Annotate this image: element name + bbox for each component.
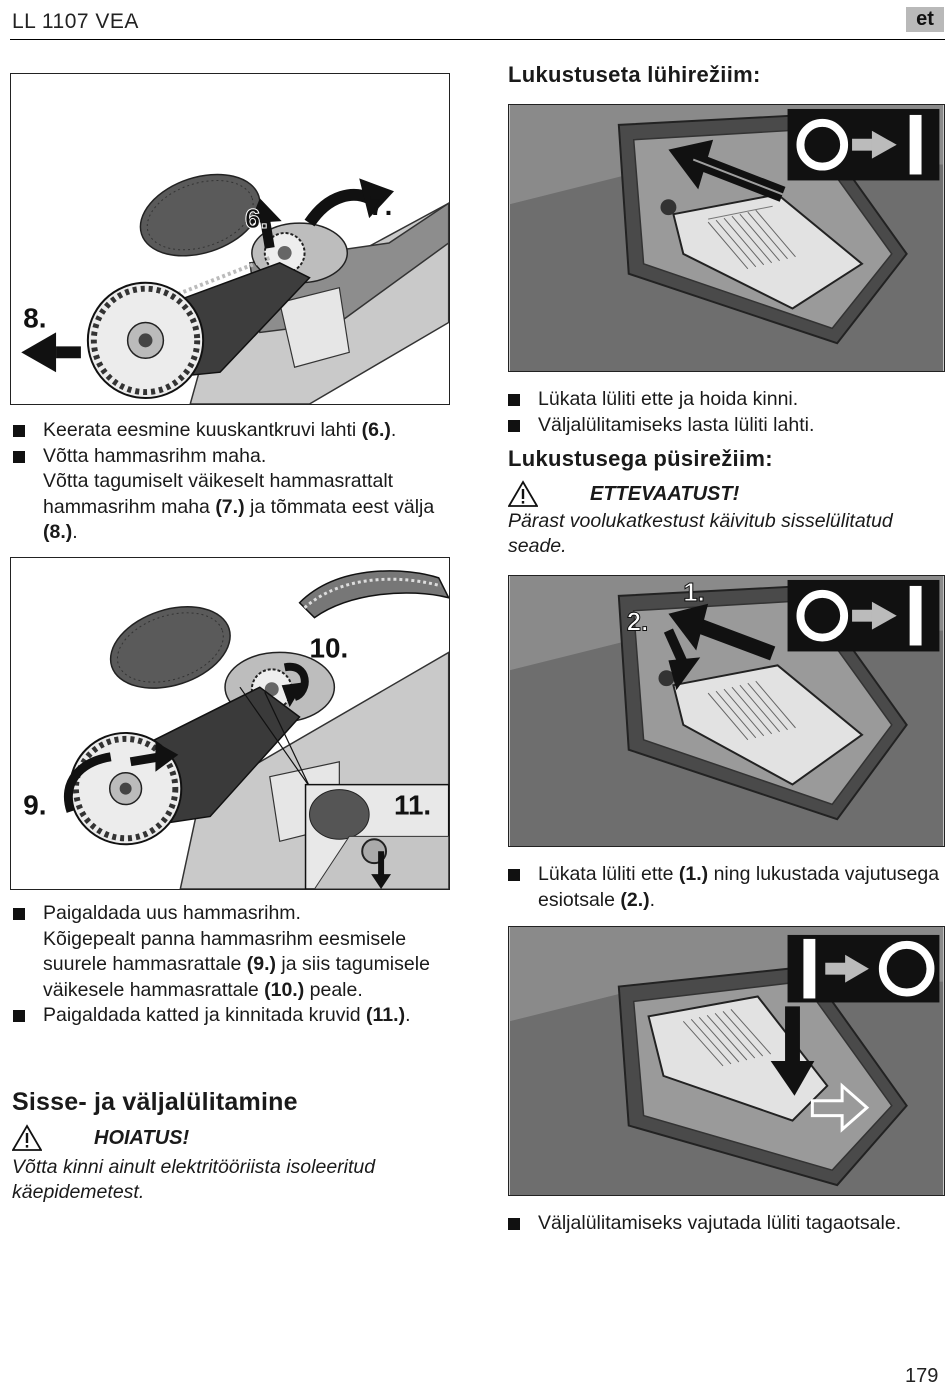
belt-removal-illustration: 6. 7. 8.: [21, 173, 449, 404]
label-step-2: 2.: [627, 609, 649, 637]
belt-installation-illustration: 10. 9. 11.: [23, 570, 449, 889]
caution-text: Pärast voolukatkestust käivitub sisselül…: [508, 510, 893, 557]
list-text: ning lukustada vajutusega esiotsale: [538, 863, 940, 911]
list-item-continuation: Võtta tagumiselt väikeselt hammasrattalt…: [13, 469, 453, 546]
caution-heading: ETTEVAATUST!: [508, 480, 739, 508]
bullet-square: [13, 450, 25, 463]
list-text: .: [72, 521, 78, 543]
list-text: .: [390, 419, 397, 441]
belt-removal-steps: Keerata eesmine kuuskantkruvi lahti (6.)…: [13, 418, 453, 546]
list-text: ja tõmmata eest välja: [244, 495, 435, 518]
label-step-1: 1.: [683, 579, 705, 607]
list-item: Väljalülitamiseks lasta lüliti lahti.: [508, 413, 945, 439]
list-text: Lükata lüliti ette ja hoida kinni.: [538, 388, 799, 410]
reference-number: (7.): [215, 495, 245, 518]
label-step-8: 8.: [23, 302, 46, 333]
switch-off-steps: Väljalülitamiseks vajutada lüliti tagaot…: [508, 1211, 945, 1237]
section-title-momentary: Lukustuseta lühirežiim:: [508, 62, 761, 87]
label-step-10: 10.: [310, 632, 349, 663]
label-step-9: 9.: [23, 789, 46, 820]
figure-switch-off: [508, 926, 945, 1196]
reference-number: (10.): [264, 978, 305, 1001]
bullet-square: [508, 394, 520, 406]
list-text: ja siis tagumisele väikesele hammasratta…: [43, 953, 430, 1001]
label-step-6: 6.: [245, 203, 268, 234]
list-text: Kõigepealt panna hammasrihm eesmisele su…: [43, 927, 407, 976]
list-text: Keerata eesmine kuuskantkruvi lahti: [43, 419, 362, 441]
bullet-square: [508, 419, 520, 432]
warning-icon: [508, 480, 538, 507]
warning-text: Võtta kinni ainult elektritööriista isol…: [12, 1156, 376, 1203]
list-text: peale.: [304, 978, 363, 1001]
bullet-square: [13, 425, 25, 437]
figure-belt-removal: 6. 7. 8.: [10, 73, 450, 405]
bullet-square: [508, 869, 520, 881]
warning-icon: [12, 1124, 42, 1151]
language-badge: et: [906, 7, 944, 32]
label-step-11: 11.: [394, 789, 431, 820]
header-divider: [10, 39, 945, 40]
bullet-square: [13, 908, 25, 920]
reference-number: (2.): [620, 888, 650, 911]
switch-locked-illustration: 1. 2.: [509, 576, 944, 846]
list-item: Paigaldada uus hammasrihm.: [13, 901, 453, 927]
list-text: Väljalülitamiseks vajutada lüliti tagaot…: [538, 1212, 902, 1234]
list-item-continuation: Kõigepealt panna hammasrihm eesmisele su…: [13, 927, 453, 1004]
section-title-switching: Sisse- ja väljalülitamine: [12, 1088, 298, 1116]
reference-number: (6.): [361, 419, 391, 441]
figure-switch-momentary: [508, 104, 945, 372]
momentary-steps: Lükata lüliti ette ja hoida kinni. Välja…: [508, 387, 945, 438]
continuous-steps: Lükata lüliti ette (1.) ning lukustada v…: [508, 862, 945, 913]
reference-number: (1.): [678, 863, 709, 885]
list-item: Väljalülitamiseks vajutada lüliti tagaot…: [508, 1211, 945, 1237]
list-text: Lükata lüliti ette: [538, 863, 679, 885]
switch-momentary-illustration: [509, 105, 944, 371]
list-item: Paigaldada katted ja kinnitada kruvid (1…: [13, 1003, 453, 1029]
list-text: .: [405, 1004, 411, 1026]
reference-number: (11.): [366, 1004, 406, 1026]
reference-number: (9.): [246, 953, 277, 975]
caution-label: ETTEVAATUST!: [590, 482, 740, 505]
warning-heading: HOIATUS!: [12, 1124, 189, 1152]
list-item: Võtta hammasrihm maha.: [13, 444, 453, 470]
list-text: Paigaldada uus hammasrihm.: [43, 902, 301, 924]
section-title-continuous: Lukustusega püsirežiim:: [508, 446, 773, 471]
figure-switch-locked: 1. 2.: [508, 575, 945, 847]
figure-belt-installation: 10. 9. 11.: [10, 557, 450, 890]
header-title: LL 1107 VEA: [12, 10, 139, 33]
bullet-square: [13, 1010, 25, 1022]
label-step-7: 7.: [369, 190, 392, 221]
list-text: Paigaldada katted ja kinnitada kruvid: [43, 1004, 367, 1026]
switch-off-illustration: [509, 927, 944, 1195]
list-text: .: [649, 888, 656, 911]
list-text: Võtta tagumiselt väikeselt hammasrattalt…: [43, 470, 394, 518]
list-item: Lükata lüliti ette ja hoida kinni.: [508, 387, 945, 413]
reference-number: (8.): [43, 521, 73, 543]
page-number: 179: [905, 1365, 939, 1387]
belt-installation-steps: Paigaldada uus hammasrihm. Kõigepealt pa…: [13, 901, 453, 1029]
bullet-square: [508, 1218, 520, 1230]
warning-label: HOIATUS!: [94, 1126, 190, 1149]
list-item: Keerata eesmine kuuskantkruvi lahti (6.)…: [13, 418, 453, 444]
list-item-wrapped: Lükata lüliti ette (1.) ning lukustada v…: [508, 862, 945, 913]
list-text: Võtta hammasrihm maha.: [43, 444, 267, 467]
list-text: Väljalülitamiseks lasta lüliti lahti.: [538, 413, 815, 436]
